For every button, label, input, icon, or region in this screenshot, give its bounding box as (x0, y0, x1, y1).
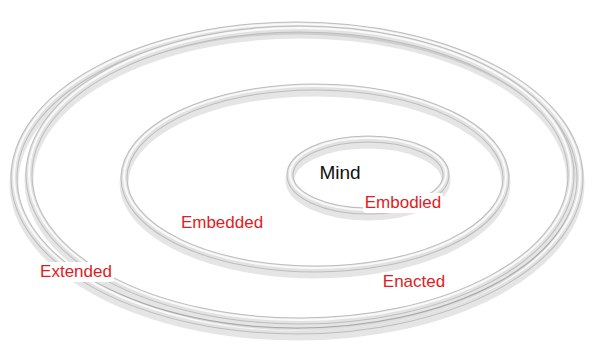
ring-outline (120, 83, 510, 273)
ring-label: Embodied (363, 193, 444, 213)
ring-label: Embedded (179, 213, 265, 233)
ring-stroke (124, 87, 506, 269)
ring-stroke (290, 144, 446, 216)
ring-stroke (124, 86, 506, 268)
ring-stroke (14, 25, 580, 331)
ring-stroke (29, 29, 571, 321)
ring-stroke (29, 28, 571, 320)
ring-label: Enacted (381, 272, 447, 292)
ring-stroke (124, 87, 506, 269)
ring-stroke (29, 29, 571, 321)
ring-stroke (14, 25, 580, 331)
ring-node: MindEmbodied (286, 135, 450, 215)
ring-label: Extended (38, 262, 114, 282)
center-label: Mind (317, 162, 362, 184)
ring-node: ExtendedEnacted Embedded MindEmbodied (10, 21, 584, 335)
ring-stroke (14, 24, 580, 330)
ring-node: Embedded MindEmbodied (120, 83, 510, 273)
ring-outline (10, 21, 584, 335)
